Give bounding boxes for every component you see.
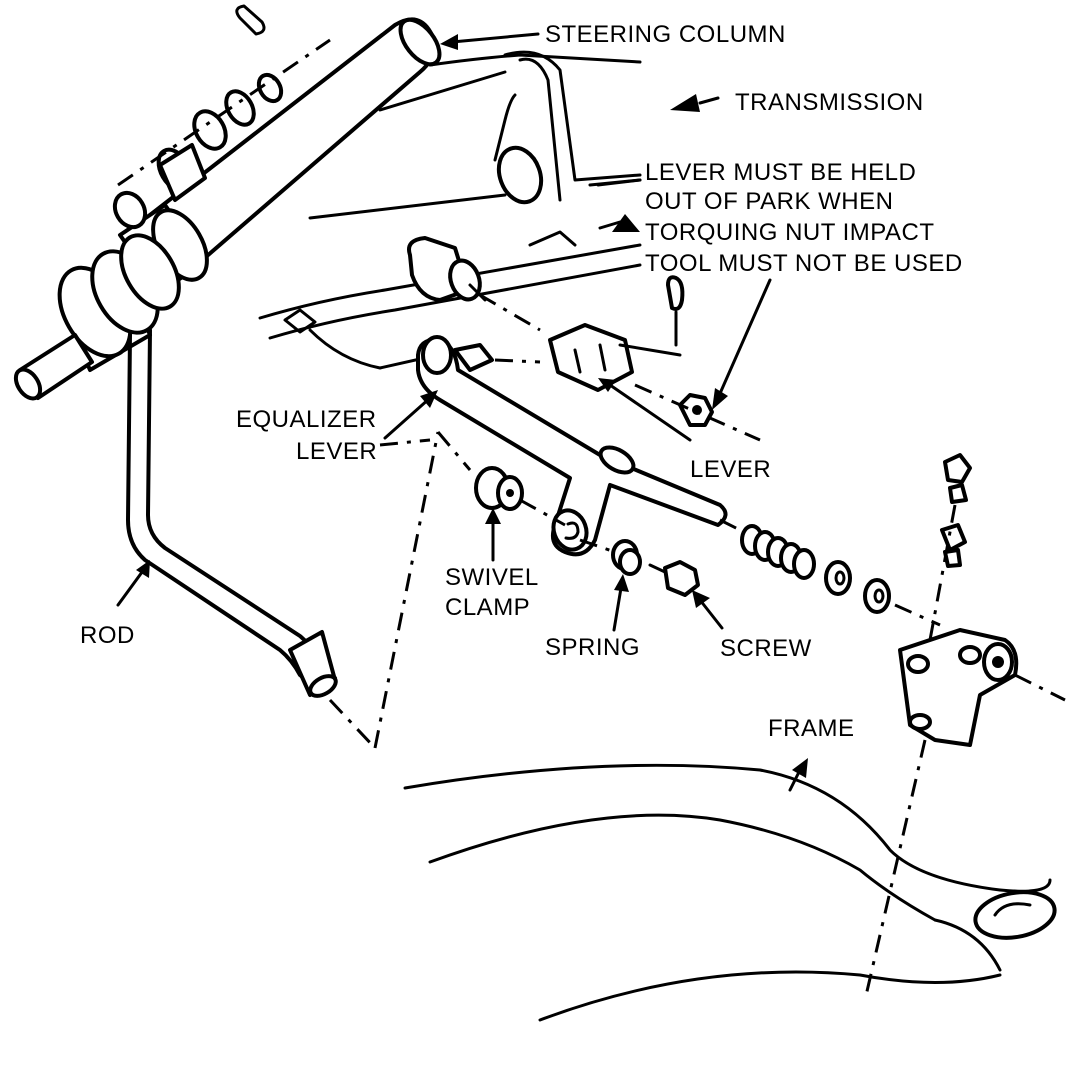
frame-bracket — [863, 453, 1066, 1001]
label-note-line1: LEVER MUST BE HELD — [645, 159, 916, 186]
label-clamp: CLAMP — [445, 594, 530, 621]
label-steering-column: STEERING COLUMN — [545, 21, 786, 48]
label-note-line3: TORQUING NUT IMPACT — [645, 219, 935, 246]
steering-column — [13, 4, 540, 401]
label-equalizer-line2: LEVER — [296, 438, 377, 465]
label-rod: ROD — [80, 622, 135, 649]
label-lever: LEVER — [690, 456, 771, 483]
label-frame: FRAME — [768, 715, 855, 742]
screw-part — [648, 560, 724, 630]
shift-rod — [116, 328, 377, 750]
label-screw: SCREW — [720, 635, 812, 662]
callout-labels: STEERING COLUMN TRANSMISSION LEVER MUST … — [80, 21, 963, 742]
label-spring: SPRING — [545, 634, 640, 661]
transmission-bracket — [258, 214, 772, 442]
label-note-line4: TOOL MUST NOT BE USED — [645, 250, 963, 277]
spring-stack — [719, 518, 941, 627]
label-transmission: TRANSMISSION — [735, 89, 924, 116]
label-swivel: SWIVEL — [445, 564, 539, 591]
swivel-clamp — [474, 466, 566, 562]
equalizer-lever — [383, 335, 728, 557]
label-equalizer-line1: EQUALIZER — [236, 406, 377, 433]
vehicle-frame — [403, 758, 1057, 1022]
spring-part — [579, 538, 642, 632]
transmission — [308, 50, 720, 220]
label-note-line2: OUT OF PARK WHEN — [645, 188, 893, 215]
